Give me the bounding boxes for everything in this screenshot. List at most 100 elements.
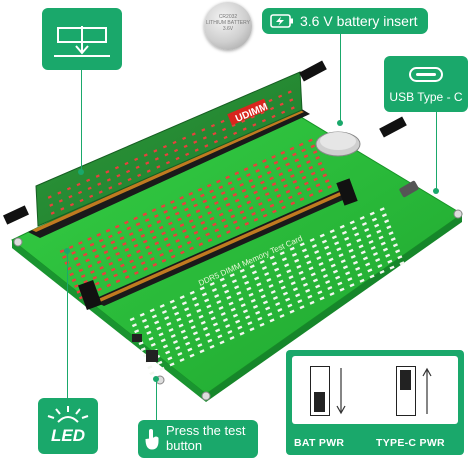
- module-led: [76, 182, 81, 187]
- led-red: [202, 226, 208, 231]
- led-red: [161, 231, 166, 236]
- led-white: [344, 236, 350, 241]
- led-white: [365, 262, 371, 267]
- led-red: [124, 275, 130, 280]
- finger-press-icon: [145, 429, 159, 450]
- led-white: [207, 338, 213, 343]
- led-red: [138, 228, 143, 232]
- led-white: [174, 311, 180, 316]
- led-white: [281, 257, 287, 262]
- led-red: [94, 281, 100, 286]
- led-red: [113, 273, 118, 278]
- led-red: [253, 190, 258, 195]
- led-white: [317, 290, 323, 295]
- module-led: [50, 211, 55, 215]
- led-red: [264, 164, 270, 169]
- led-red: [172, 233, 178, 238]
- led-white: [362, 256, 368, 261]
- module-led: [241, 119, 246, 123]
- module-led: [250, 115, 255, 119]
- led-red: [94, 254, 100, 259]
- led-white: [378, 235, 384, 240]
- led-red: [179, 195, 184, 200]
- led-red: [120, 263, 125, 268]
- led-red: [230, 187, 235, 191]
- led-red: [257, 174, 263, 179]
- led-red: [150, 257, 155, 261]
- module-led: [281, 110, 286, 115]
- slot-insert-arrow-icon: [54, 26, 110, 57]
- led-red: [244, 221, 250, 226]
- led-white: [381, 213, 387, 218]
- led-red: [69, 272, 74, 277]
- module-led: [194, 148, 199, 152]
- module-led: [270, 106, 275, 111]
- led-red: [255, 168, 260, 173]
- led-white: [298, 270, 304, 275]
- module-led: [289, 98, 294, 102]
- led-white: [346, 242, 352, 247]
- led-white: [340, 259, 346, 264]
- led-red: [198, 242, 204, 247]
- led-white: [289, 246, 295, 251]
- led-white: [260, 294, 266, 299]
- module-led: [97, 182, 102, 186]
- led-red: [101, 244, 106, 249]
- led-red: [152, 235, 157, 240]
- led-white: [247, 321, 253, 326]
- led-red: [230, 214, 236, 219]
- led-white: [315, 284, 321, 289]
- led-red: [184, 207, 189, 212]
- led-white: [328, 257, 334, 262]
- led-red: [117, 257, 123, 262]
- led-white: [341, 230, 347, 235]
- led-array-red: [59, 138, 332, 300]
- led-white: [299, 305, 305, 310]
- led-white: [318, 261, 324, 267]
- module-led: [213, 139, 218, 144]
- led-white: [189, 290, 195, 295]
- led-red: [310, 171, 316, 176]
- power-switch-panel: [286, 350, 464, 455]
- led-red: [269, 203, 275, 208]
- led-red: [310, 144, 316, 149]
- module-led: [79, 198, 84, 203]
- led-white: [166, 321, 172, 327]
- led-white: [244, 280, 250, 285]
- led-red: [131, 237, 136, 242]
- led-red: [288, 195, 293, 200]
- led-white: [287, 303, 293, 308]
- led-red: [271, 154, 276, 159]
- led-white: [300, 276, 306, 281]
- led-white: [305, 288, 311, 293]
- led-red: [214, 201, 219, 205]
- led-white: [159, 303, 165, 309]
- led-red: [285, 189, 291, 194]
- led-red: [280, 150, 286, 155]
- led-red: [248, 178, 254, 183]
- led-white: [337, 281, 343, 286]
- led-red: [327, 184, 332, 189]
- led-white: [369, 274, 375, 279]
- led-white: [389, 265, 395, 270]
- led-white: [339, 224, 345, 229]
- led-red: [142, 239, 148, 244]
- led-white: [279, 251, 285, 256]
- led-white: [332, 269, 338, 274]
- led-red: [184, 234, 190, 239]
- led-red: [216, 234, 222, 239]
- led-red: [218, 185, 224, 190]
- led-red: [136, 249, 141, 254]
- led-white: [371, 217, 377, 222]
- module-led: [98, 190, 103, 194]
- led-red: [303, 154, 309, 159]
- led-red: [237, 204, 242, 209]
- led-red: [108, 234, 113, 239]
- led-red: [108, 261, 114, 266]
- led-red: [308, 193, 314, 198]
- usb-callout-label: USB Type - C: [389, 90, 463, 104]
- led-white: [150, 342, 156, 347]
- led-red: [68, 245, 74, 250]
- led-white: [229, 273, 235, 278]
- led-white: [336, 247, 342, 252]
